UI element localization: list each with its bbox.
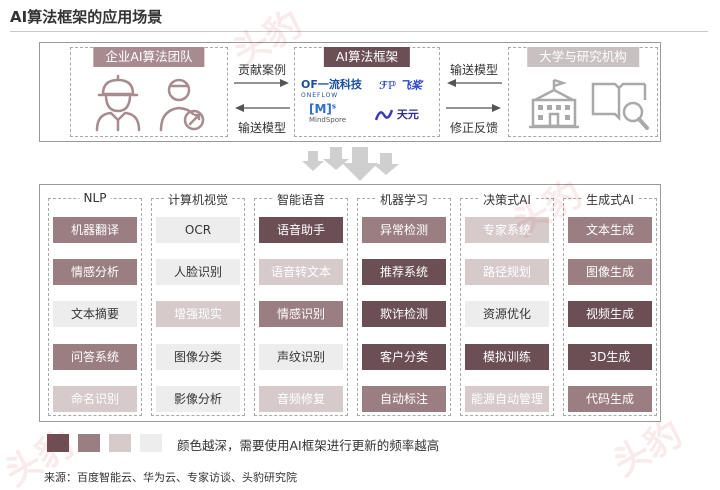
paddle-logo: ℱℙ 飞桨	[379, 79, 422, 92]
arrow-right-icon	[234, 79, 289, 87]
scenario-cell: 文本摘要	[53, 301, 137, 327]
page-title: AI算法框架的应用场景	[10, 8, 163, 26]
arrow-right-icon	[446, 104, 501, 112]
arrow-left-icon	[447, 79, 502, 87]
university-building-icon	[529, 78, 579, 129]
scenario-cell: 影像分析	[156, 386, 240, 412]
scenario-cell: 情感识别	[259, 301, 343, 327]
source-note: 来源：百度智能云、华为云、专家访谈、头豹研究院	[44, 471, 297, 484]
enterprise-team-panel: 企业AI算法团队	[70, 47, 228, 137]
scenario-cell: 能源自动管理	[465, 386, 549, 412]
engineer-icon	[95, 74, 141, 132]
ai-framework-panel: AI算法框架 OF一流科技 ONEFLOW ℱℙ 飞桨 [M]s MindSpo…	[294, 47, 440, 137]
university-title: 大学与研究机构	[527, 47, 639, 67]
megengine-icon	[374, 109, 394, 121]
category-title: 生成式AI	[582, 191, 638, 208]
scenario-cell: 模拟训练	[465, 344, 549, 370]
category-column: 生成式AI 文本生成图像生成视频生成 3D生成代码生成	[563, 191, 657, 416]
arrow-left-icon	[235, 104, 290, 112]
scenario-cell: 代码生成	[568, 386, 652, 412]
left-exchange-arrows: 贡献案例 输送模型	[230, 61, 294, 135]
legend-swatch-darkest	[47, 434, 69, 452]
enterprise-team-title: 企业AI算法团队	[93, 47, 205, 67]
scenario-cell: 专家系统	[465, 217, 549, 243]
category-title: 机器学习	[375, 191, 433, 208]
feedback-label: 修正反馈	[449, 121, 498, 135]
category-title: 决策式AI	[479, 191, 535, 208]
scenario-cell: 异常检测	[362, 217, 446, 243]
scenario-cell: 视频生成	[568, 301, 652, 327]
book-search-icon	[591, 82, 649, 130]
scenario-cell: 语音转文本	[259, 259, 343, 285]
scenario-cell: 机器翻译	[53, 217, 137, 243]
scenario-cell: 路径规划	[465, 259, 549, 285]
category-title: NLP	[79, 191, 111, 205]
scenario-cell: 问答系统	[53, 344, 137, 370]
scenario-cell: 命名识别	[53, 386, 137, 412]
deliver-model-label-left: 输送模型	[237, 121, 286, 135]
framework-flow-box: 企业AI算法团队 贡献案例	[39, 42, 661, 142]
scenario-cell: 声纹识别	[259, 344, 343, 370]
scenario-cell: 语音助手	[259, 217, 343, 243]
deliver-model-label-right: 输送模型	[449, 63, 498, 77]
scenario-cell: 情感分析	[53, 259, 137, 285]
scenario-cell: 人脸识别	[156, 259, 240, 285]
ai-framework-title: AI算法框架	[323, 47, 411, 67]
scenario-cell: 音频修复	[259, 386, 343, 412]
category-title: 计算机视觉	[163, 191, 233, 208]
scenario-cell: 图像分类	[156, 344, 240, 370]
category-column: 计算机视觉 OCR 人脸识别增强现实图像分类影像分析	[151, 191, 245, 416]
right-exchange-arrows: 输送模型 修正反馈	[442, 61, 506, 135]
category-column: 智能语音语音助手语音转文本情感识别声纹识别音频修复	[254, 191, 348, 416]
oneflow-logo: OF一流科技 ONEFLOW	[301, 78, 362, 99]
scenario-cell: OCR	[156, 217, 240, 243]
scenario-cell: 资源优化	[465, 301, 549, 327]
megengine-logo: 天元	[374, 106, 419, 122]
scenario-cell: 3D生成	[568, 344, 652, 370]
category-column: 决策式AI 专家系统路径规划资源优化模拟训练能源自动管理	[460, 191, 554, 416]
university-panel: 大学与研究机构	[508, 47, 658, 137]
scenario-cell: 自动标注	[362, 386, 446, 412]
legend-text: 颜色越深，需要使用AI框架进行更新的频率越高	[177, 438, 440, 453]
down-arrows-icon	[302, 147, 399, 181]
manager-icon	[159, 78, 205, 132]
contribute-cases-label: 贡献案例	[237, 63, 286, 77]
title-divider	[10, 31, 708, 32]
category-column: NLP 机器翻译情感分析文本摘要问答系统命名识别	[48, 191, 142, 416]
scenario-cell: 欺诈检测	[362, 301, 446, 327]
legend-swatch-lightest	[140, 434, 162, 452]
category-column: 机器学习异常检测推荐系统欺诈检测客户分类自动标注	[357, 191, 451, 416]
scenario-cell: 增强现实	[156, 301, 240, 327]
mindspore-logo: [M]s MindSpore	[309, 102, 347, 124]
legend-swatch-light	[109, 434, 131, 452]
legend-swatch-dark	[78, 434, 100, 452]
category-title: 智能语音	[272, 191, 330, 208]
scenario-cell: 推荐系统	[362, 259, 446, 285]
scenario-cell: 图像生成	[568, 259, 652, 285]
scenario-cell: 文本生成	[568, 217, 652, 243]
scenario-cell: 客户分类	[362, 344, 446, 370]
